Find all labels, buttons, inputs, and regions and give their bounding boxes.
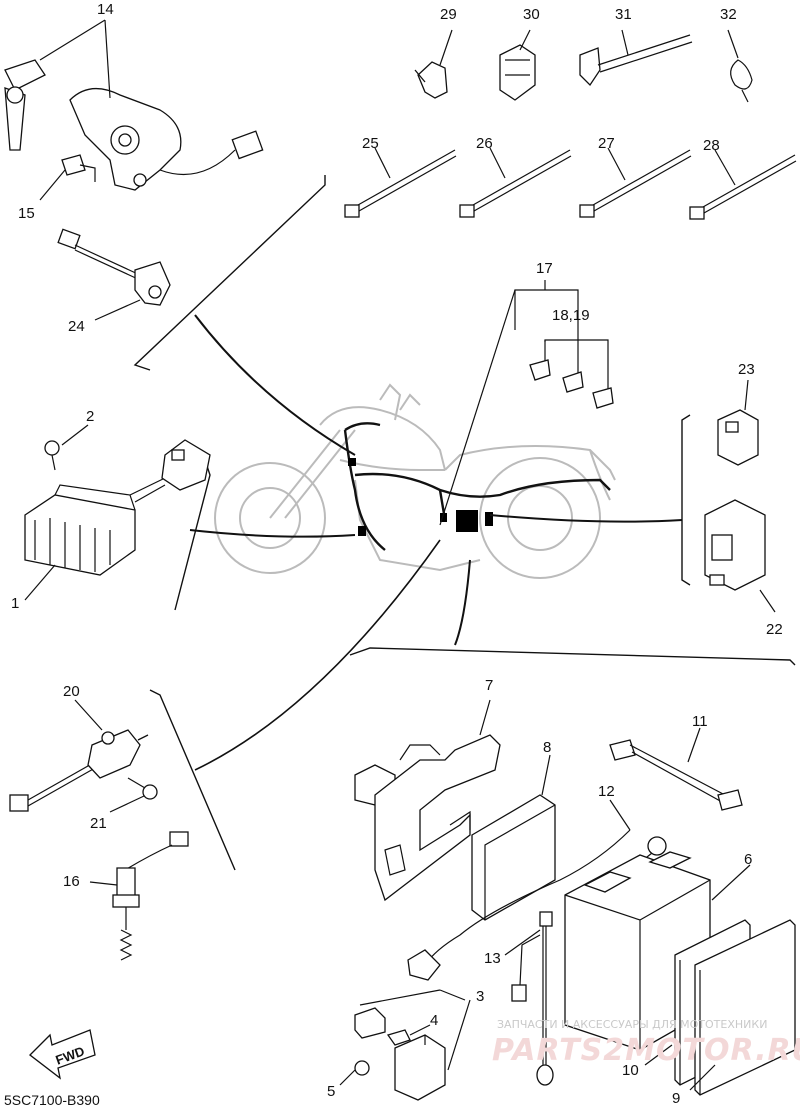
callout-13: 13 — [484, 950, 501, 967]
relay-23 — [717, 379, 759, 466]
callout-8: 8 — [543, 739, 551, 756]
watermark-caption: ЗАПЧАСТИ И АКСЕССУАРЫ ДЛЯ МОТОТЕХНИКИ — [497, 1018, 767, 1031]
callout-27: 27 — [598, 135, 615, 152]
callout-18-19: 18,19 — [552, 307, 590, 324]
flasher-relay-22 — [704, 499, 776, 613]
callout-5: 5 — [327, 1083, 335, 1100]
callout-14: 14 — [97, 1, 114, 18]
battery-cable-12 — [407, 799, 667, 981]
battery-pad-8 — [471, 754, 556, 921]
callout-20: 20 — [63, 683, 80, 700]
callout-24: 24 — [68, 318, 85, 335]
wire-harness — [343, 422, 611, 551]
neutral-switch-16 — [89, 831, 189, 961]
callout-12: 12 — [598, 783, 615, 800]
sensor-20 — [9, 699, 158, 813]
starter-relay-assembly — [339, 989, 471, 1101]
cable-tie-25 — [344, 147, 457, 218]
cable-tie-26 — [459, 147, 572, 218]
diagram-code: 5SC7100-B390 — [4, 1092, 100, 1108]
cable-tie-27 — [579, 147, 692, 218]
callout-26: 26 — [476, 135, 493, 152]
callout-2: 2 — [86, 408, 94, 425]
callout-11: 11 — [692, 713, 708, 730]
callout-22: 22 — [766, 621, 783, 638]
callout-4: 4 — [430, 1012, 438, 1029]
callout-3: 3 — [476, 988, 484, 1005]
watermark-brand: PARTS2MOTOR.RU — [492, 1033, 800, 1068]
callout-30: 30 — [523, 6, 540, 23]
sensor-24 — [57, 228, 171, 321]
callout-29: 29 — [440, 6, 457, 23]
cable-ties-25-28 — [344, 147, 797, 220]
clamps-29-32 — [414, 29, 753, 103]
battery-cover-9 — [689, 919, 796, 1096]
battery-minus-lead-13 — [504, 911, 554, 1086]
callout-32: 32 — [720, 6, 737, 23]
callout-numbers: 14 29 30 31 32 25 26 27 28 15 17 24 18,1… — [11, 1, 783, 1107]
callout-9: 9 — [672, 1090, 680, 1107]
battery-6 — [564, 851, 751, 1051]
callout-6: 6 — [744, 851, 752, 868]
fuse-group-18-19 — [439, 280, 614, 526]
callout-21: 21 — [90, 815, 107, 832]
battery-band-11 — [609, 727, 743, 811]
connection-lines — [189, 314, 683, 771]
callout-1: 1 — [11, 595, 19, 612]
callout-10: 10 — [622, 1062, 639, 1079]
callout-16: 16 — [63, 873, 80, 890]
battery-box-7 — [354, 699, 501, 902]
callout-25: 25 — [362, 135, 379, 152]
callout-31: 31 — [615, 6, 632, 23]
callout-17: 17 — [536, 260, 553, 277]
rectifier-regulator — [24, 424, 211, 601]
fwd-arrow: FWD — [29, 1029, 96, 1080]
main-switch-assembly — [4, 19, 264, 201]
motorcycle-outline — [214, 383, 616, 579]
callout-15: 15 — [18, 205, 35, 222]
callout-7: 7 — [485, 677, 493, 694]
group-brackets — [133, 175, 796, 871]
cable-tie-28 — [689, 149, 797, 220]
callout-28: 28 — [703, 137, 720, 154]
callout-23: 23 — [738, 361, 755, 378]
